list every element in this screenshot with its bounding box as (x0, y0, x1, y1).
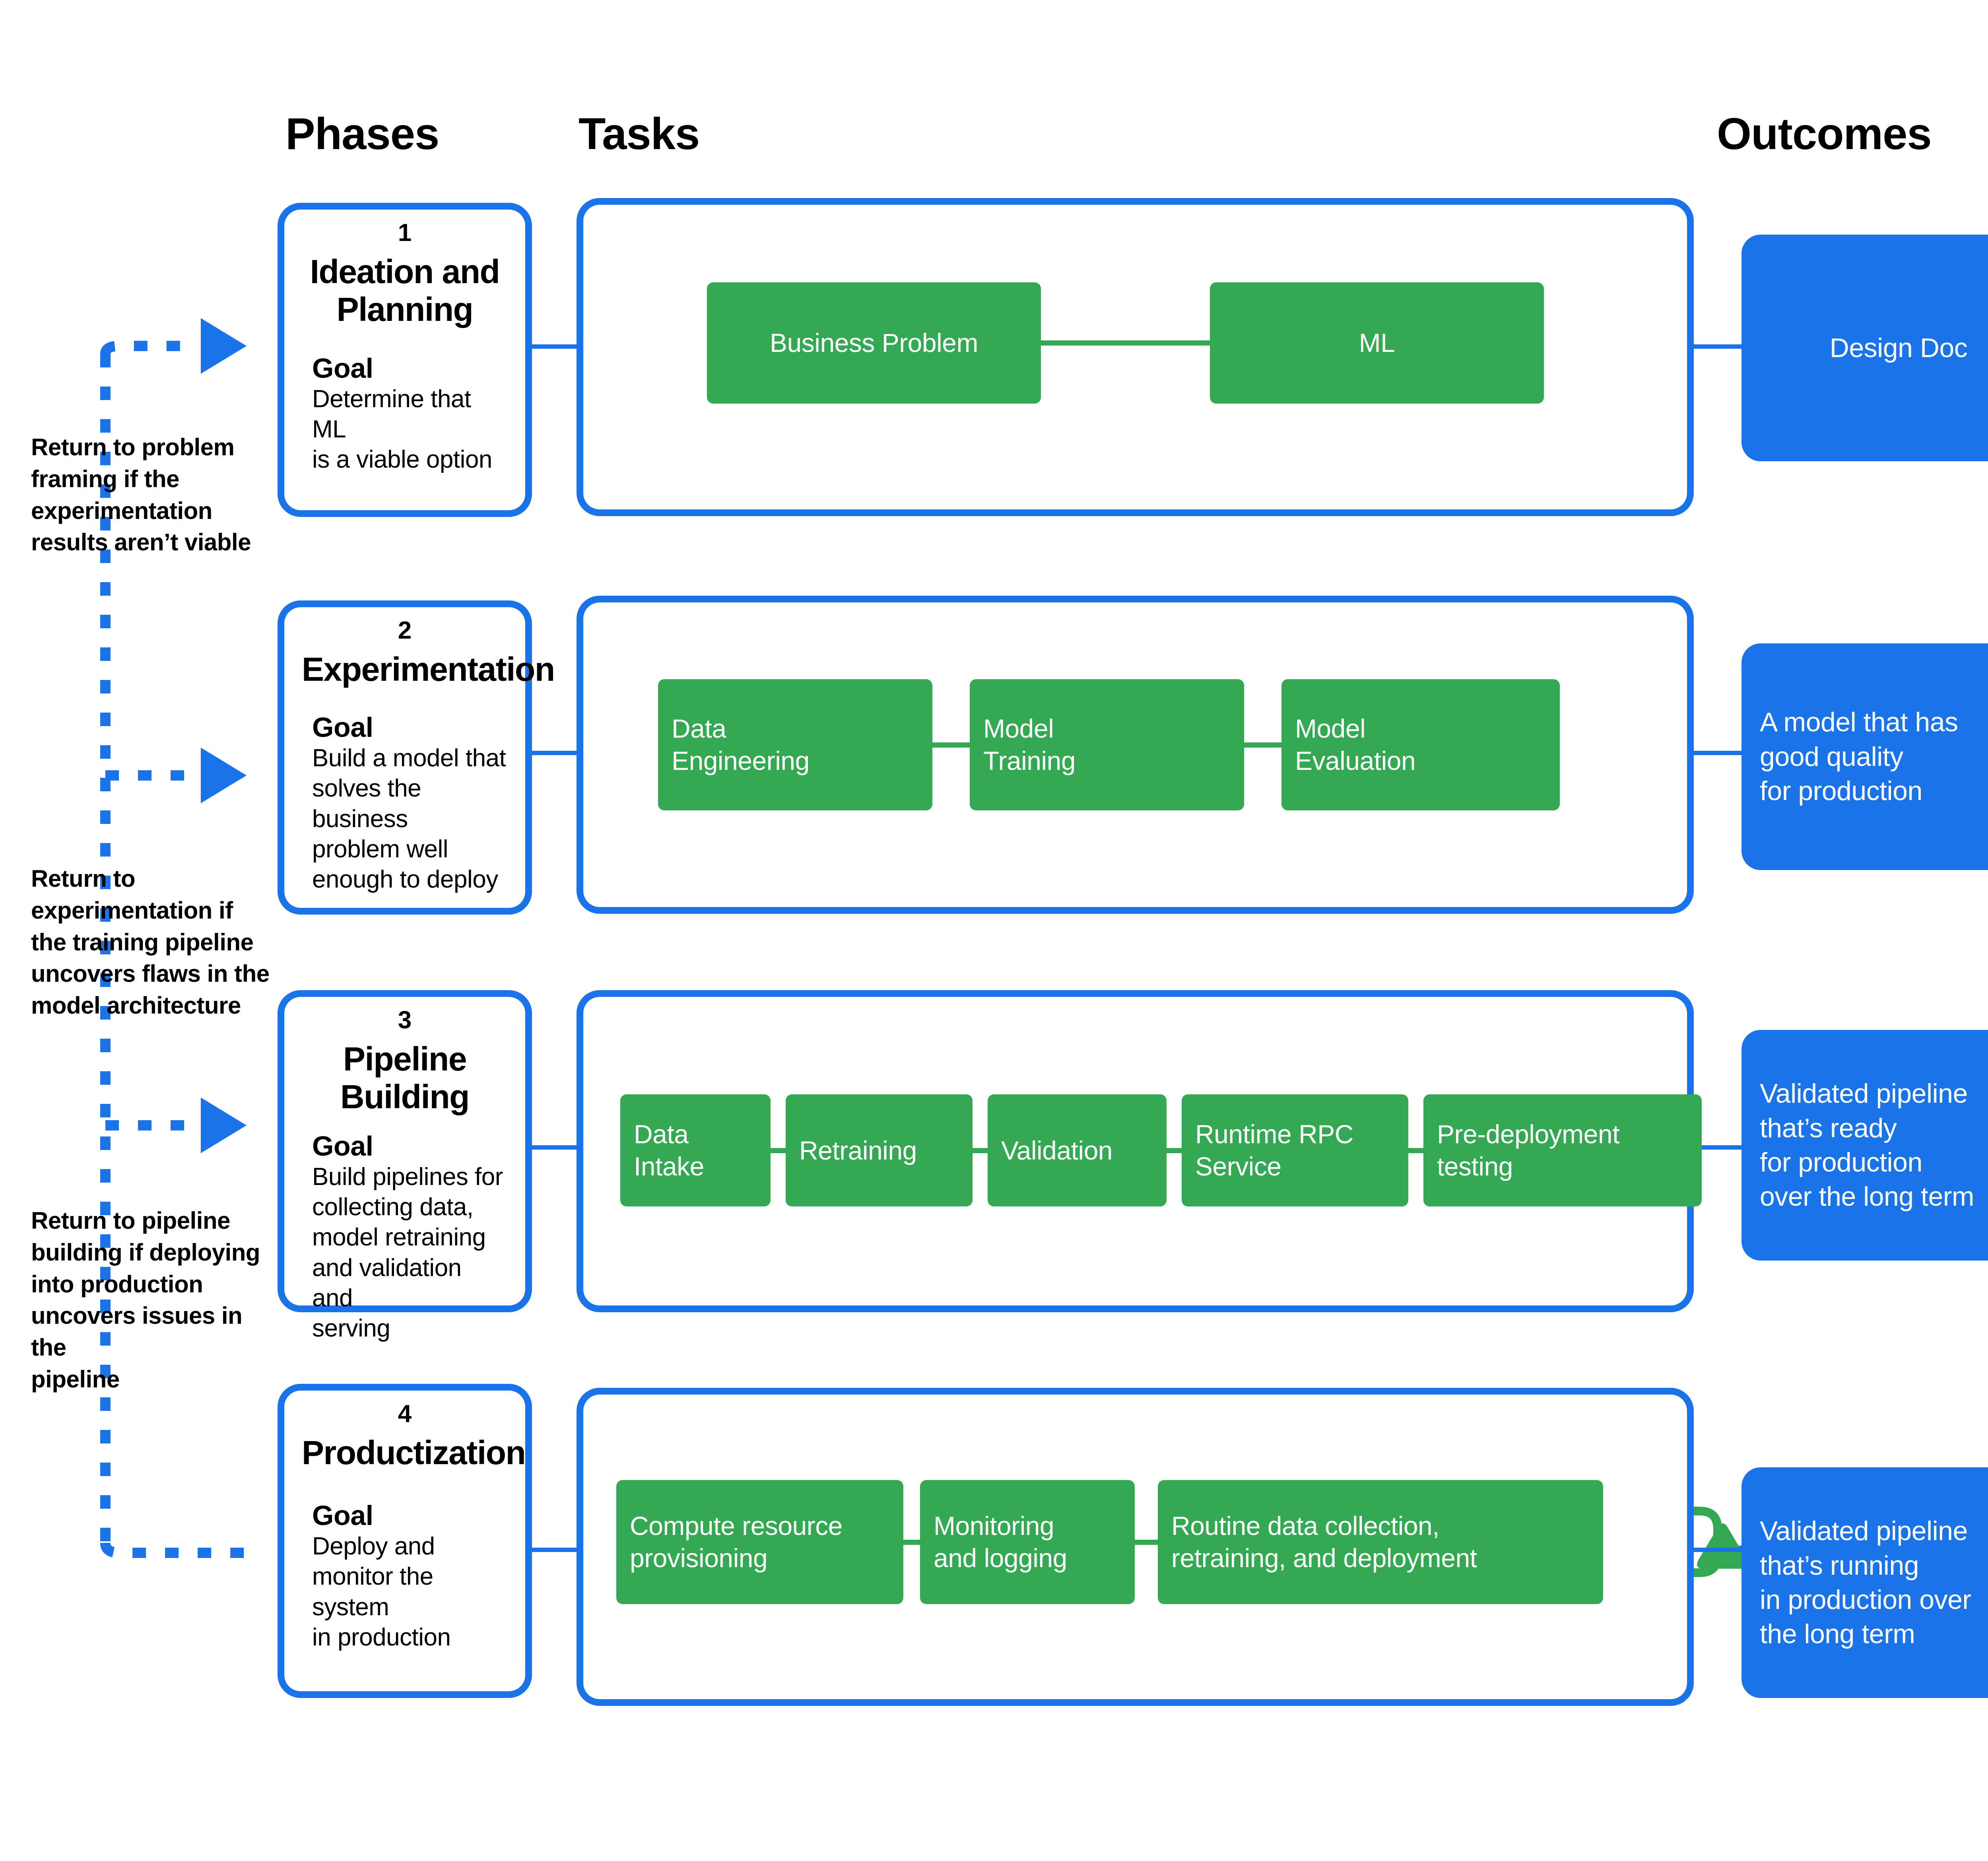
task-box[interactable]: Data Engineering (658, 679, 932, 810)
connector-tasks1-to-outcome (1690, 344, 1741, 349)
phase-goal-label: Goal (312, 712, 373, 743)
phase-goal-text: Deploy and monitor the system in product… (312, 1533, 451, 1651)
task-box[interactable]: Model Evaluation (1281, 679, 1560, 810)
arrowhead-phase3 (201, 1098, 247, 1153)
phase-title: Productization (302, 1434, 526, 1472)
phase-card-4[interactable]: 4 Productization Goal Deploy and monitor… (278, 1384, 532, 1698)
outcome-box-1[interactable]: Design Doc (1741, 235, 1988, 461)
connector-phase4-to-tasks (532, 1548, 579, 1552)
return-branch-phase1 (100, 341, 199, 355)
phase-title: Pipeline Building (340, 1040, 470, 1115)
outcome-box-2[interactable]: A model that has good quality for produc… (1741, 643, 1988, 870)
outcome-box-4[interactable]: Validated pipeline that’s running in pro… (1741, 1467, 1988, 1698)
task-box[interactable]: Monitoring and logging (920, 1480, 1135, 1604)
phase-goal-label: Goal (312, 1500, 373, 1531)
phase-card-3[interactable]: 3 Pipeline Building Goal Build pipelines… (278, 990, 532, 1342)
arrowhead-phase2 (201, 748, 247, 803)
phase-goal-text: Build pipelines for collecting data, mod… (312, 1163, 503, 1342)
phase-number: 1 (398, 219, 412, 247)
connector-phase1-to-tasks (532, 344, 579, 349)
phase-card-2[interactable]: 2 Experimentation Goal Build a model tha… (278, 600, 555, 915)
annotation-return-to-problem-framing: Return to problem framing if the experim… (31, 434, 251, 556)
annotation-return-to-experimentation-training: Return to experimentation if the trainin… (31, 865, 270, 1019)
phase-goal-label: Goal (312, 1130, 373, 1162)
task-connector (1041, 340, 1210, 346)
loop-right-arrowhead-productization (1697, 1523, 1748, 1569)
column-header-outcomes: Outcomes (1717, 109, 1932, 159)
arrowhead-phase1 (201, 318, 247, 374)
task-box[interactable]: Validation (988, 1094, 1167, 1206)
task-connector (973, 1148, 988, 1153)
task-box[interactable]: Retraining (786, 1094, 973, 1206)
task-connector (932, 742, 970, 748)
phase-title: Ideation and Planning (310, 253, 500, 328)
task-box[interactable]: Runtime RPC Service (1182, 1094, 1408, 1206)
phase-number: 2 (398, 617, 412, 644)
phase-goal-text: Build a model that solves the business p… (312, 744, 506, 893)
task-connector (903, 1539, 920, 1545)
task-row-2: Data Engineering Model Training Model Ev… (658, 679, 1560, 810)
column-header-phases: Phases (285, 109, 439, 159)
phase-number: 4 (398, 1400, 412, 1428)
connector-phase3-to-tasks (532, 1145, 579, 1150)
phase-card-1[interactable]: 1 Ideation and Planning Goal Determine t… (278, 203, 532, 517)
connector-phase2-to-tasks (532, 751, 579, 755)
task-connector (1408, 1148, 1423, 1153)
connector-tasks2-to-outcome (1690, 751, 1741, 755)
task-box[interactable]: Data Intake (620, 1094, 771, 1206)
annotation-return-to-pipeline-building: Return to pipeline building if deploying… (31, 1207, 260, 1393)
task-box[interactable]: Routine data collection, retraining, and… (1158, 1480, 1603, 1604)
task-box[interactable]: Business Problem (707, 282, 1041, 404)
phase-goal-label: Goal (312, 352, 373, 384)
task-box[interactable]: ML (1210, 282, 1544, 404)
connector-tasks4-to-outcome (1690, 1548, 1741, 1552)
task-connector (771, 1148, 786, 1153)
connector-tasks3-to-outcome (1690, 1145, 1741, 1150)
task-connector (1135, 1539, 1158, 1545)
task-connector (1244, 742, 1281, 748)
task-box[interactable]: Pre-deployment testing (1423, 1094, 1702, 1206)
phase-goal-text: Determine that ML is a viable option (312, 385, 492, 474)
outcome-box-3[interactable]: Validated pipeline that’s ready for prod… (1741, 1030, 1988, 1261)
task-row-3: Data Intake Retraining Validation Runtim… (620, 1094, 1702, 1206)
task-connector (1167, 1148, 1182, 1153)
task-row-1: Business Problem ML (707, 282, 1544, 404)
return-branch-phase4 (100, 1542, 262, 1558)
task-row-4: Compute resource provisioning Monitoring… (616, 1480, 1603, 1604)
phase-title: Experimentation (302, 651, 555, 688)
task-box[interactable]: Model Training (970, 679, 1244, 810)
column-header-tasks: Tasks (579, 109, 700, 159)
task-box[interactable]: Compute resource provisioning (616, 1480, 903, 1604)
phase-number: 3 (398, 1006, 412, 1034)
